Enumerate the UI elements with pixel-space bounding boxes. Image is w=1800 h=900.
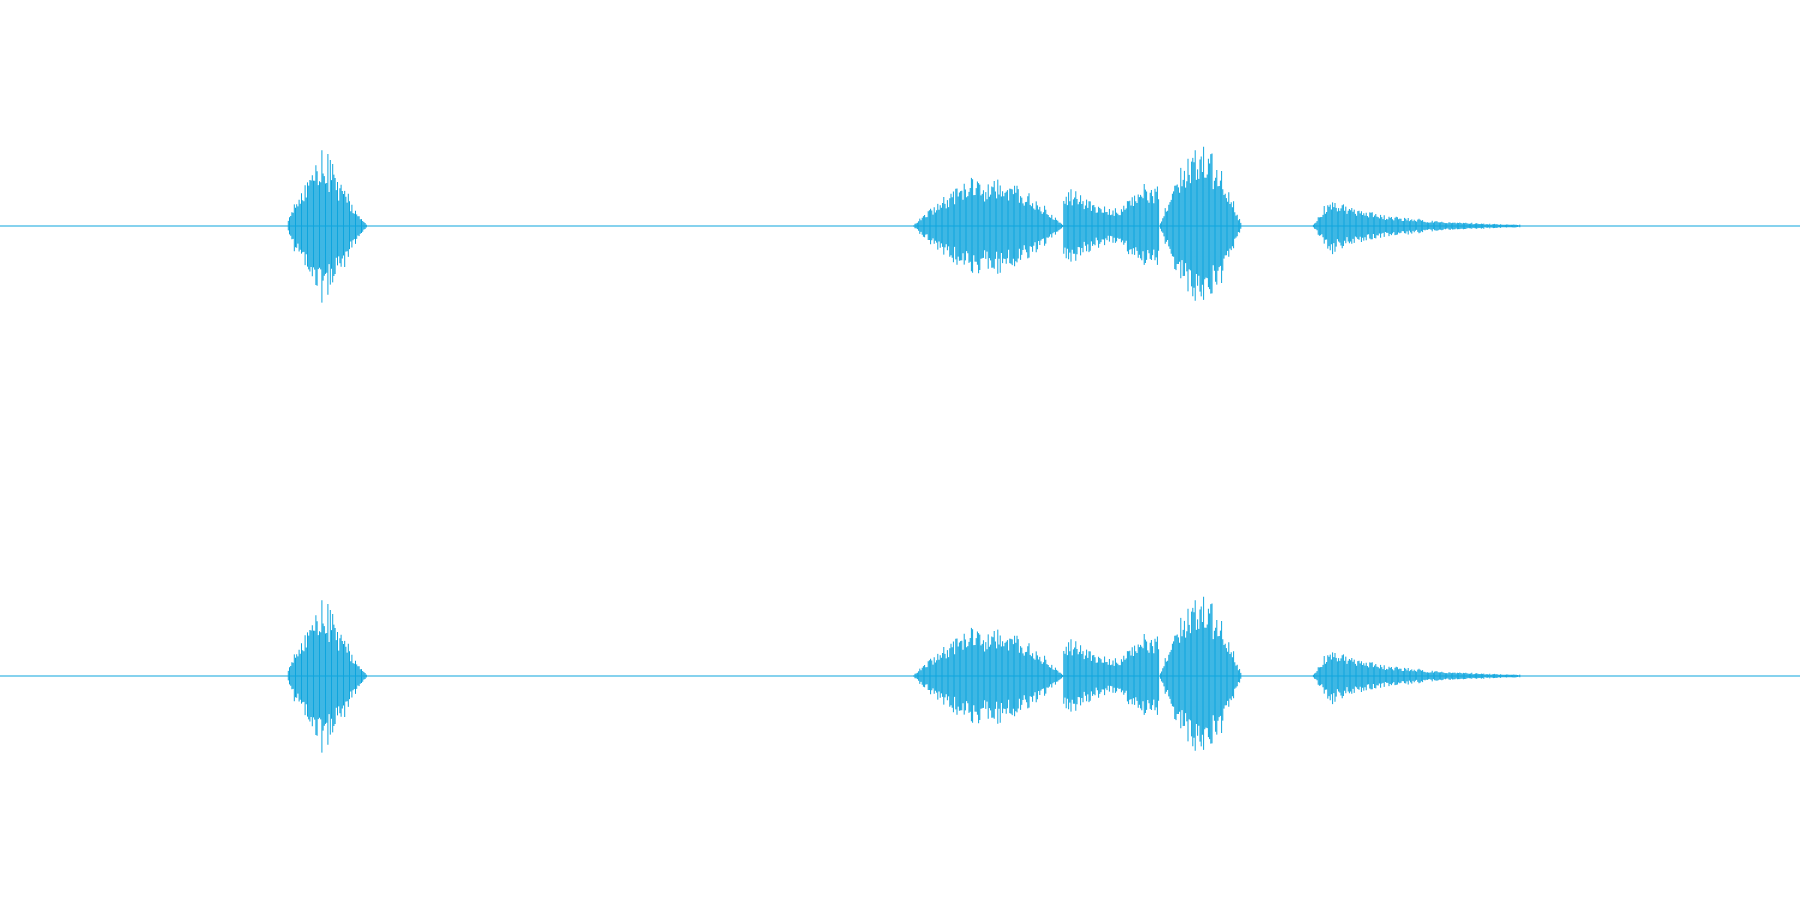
waveform-segment [1063,634,1160,715]
waveform-segment [1159,146,1242,301]
waveform-segment [1159,596,1242,751]
channel-1-waveform[interactable] [0,146,1800,303]
waveform-segment [1312,202,1521,255]
channel-2-waveform[interactable] [0,596,1800,753]
waveform-segment [913,627,1064,724]
waveform-segment [1063,184,1160,265]
waveform-segment [287,150,367,303]
waveform-segment [287,600,367,753]
waveform-segment [1312,652,1521,705]
waveform-segment [913,177,1064,274]
